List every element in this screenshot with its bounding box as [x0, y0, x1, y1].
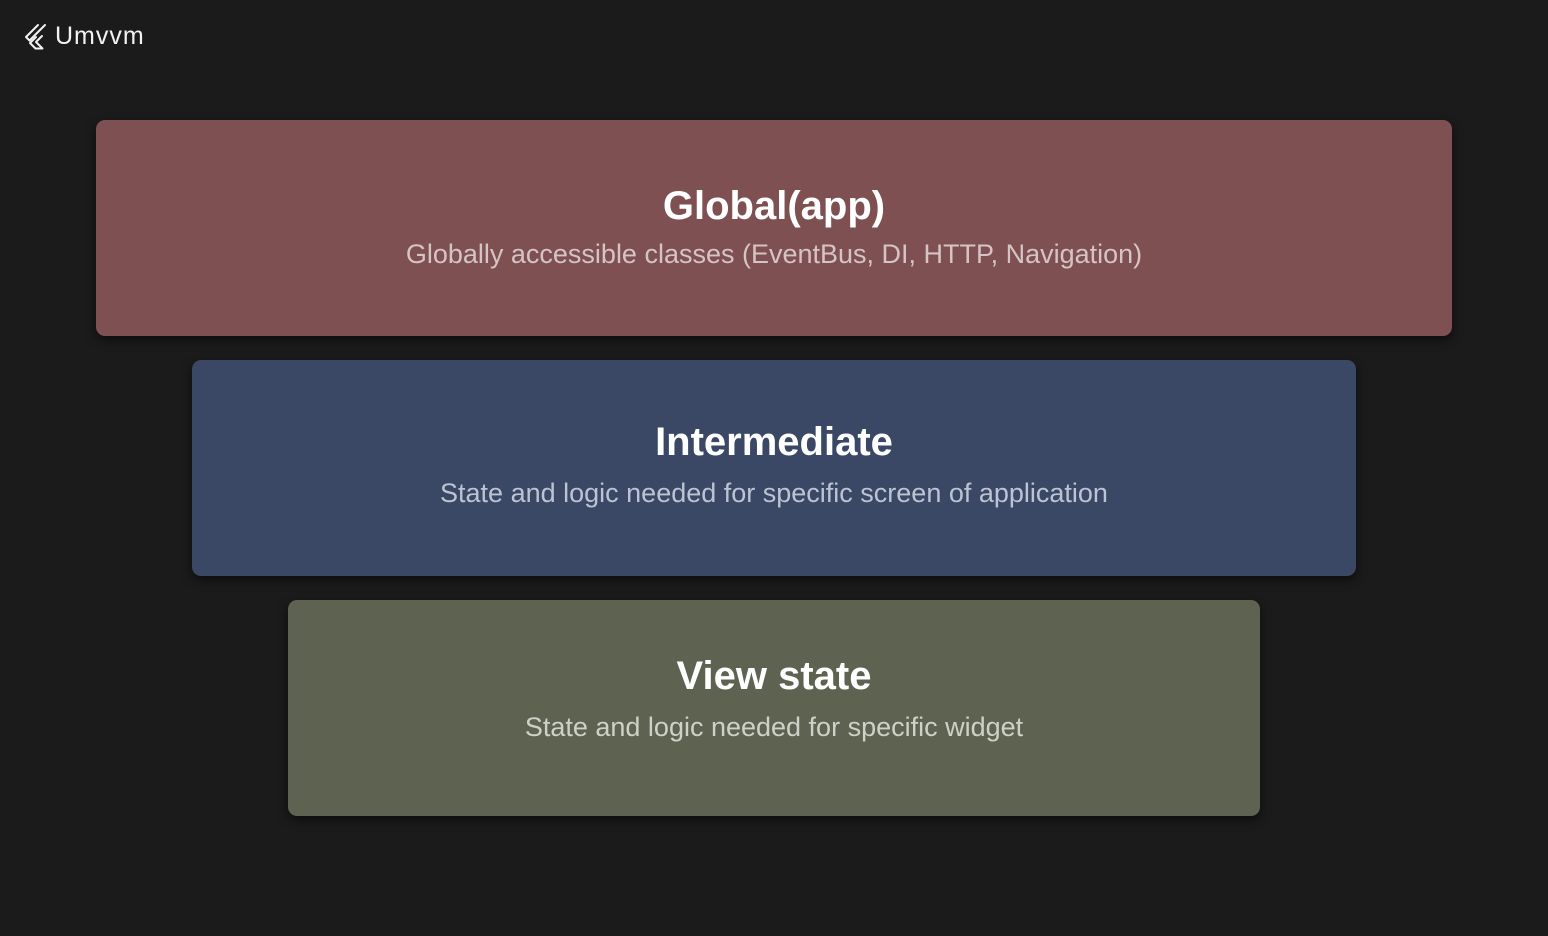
layer-description: State and logic needed for specific widg… [524, 712, 1024, 742]
brand[interactable]: Umvvm [22, 20, 145, 52]
layer-title: View state [676, 654, 872, 698]
layer-title: Global(app) [662, 184, 886, 228]
layer-title: Intermediate [655, 420, 893, 464]
layer-intermediate: Intermediate State and logic needed for … [192, 360, 1356, 576]
layer-description: Globally accessible classes (EventBus, D… [405, 239, 1143, 269]
brand-name: Umvvm [55, 21, 145, 50]
layer-description: State and logic needed for specific scre… [440, 478, 1108, 508]
layer-global: Global(app) Globally accessible classes … [96, 120, 1452, 336]
flutter-logo-icon [25, 23, 46, 49]
layer-view-state: View state State and logic needed for sp… [288, 600, 1260, 816]
